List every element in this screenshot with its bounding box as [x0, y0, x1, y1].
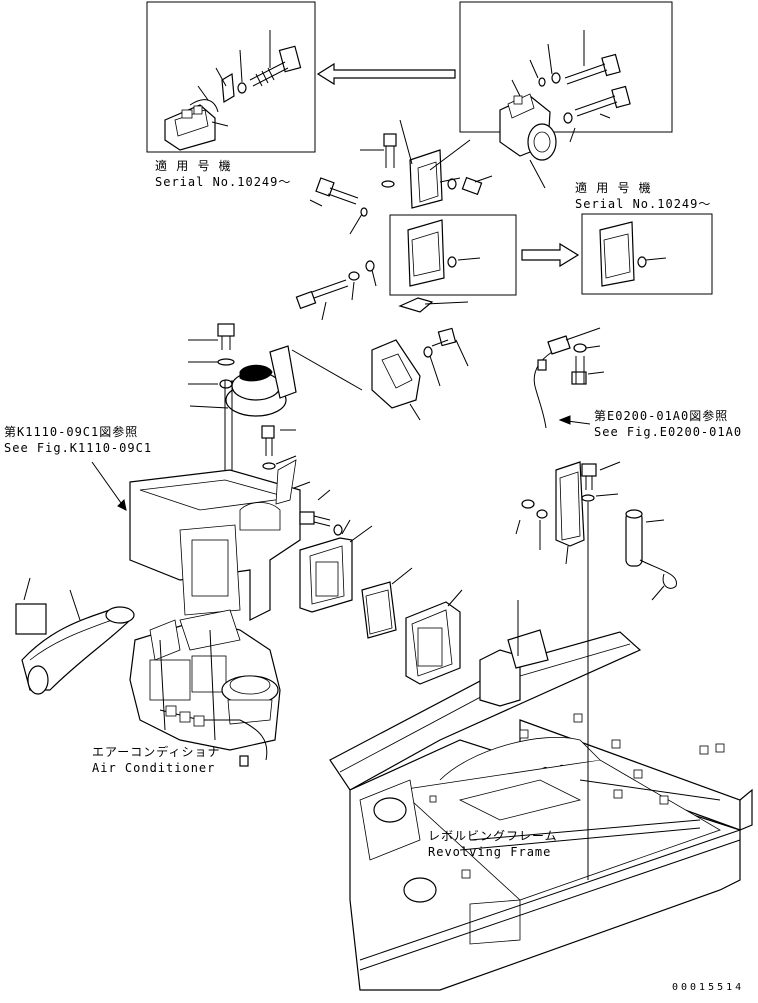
- ref-e-jp: 第E0200-01A0図参照: [594, 408, 728, 423]
- filter-part: [361, 567, 413, 639]
- aircon-label-jp: エアーコンディショナ: [92, 744, 220, 759]
- drawing-number: 00015514: [672, 982, 744, 993]
- filter-frame: [299, 525, 373, 613]
- receiver-assembly: [515, 461, 677, 601]
- ref-k-jp: 第K1110-09C1図参照: [4, 424, 138, 439]
- frame-label-jp: レボルビングフレーム: [428, 829, 558, 843]
- inset-box-right: [459, 1, 673, 189]
- ref-k-en: See Fig.K1110-09C1: [4, 441, 152, 455]
- inset-box-left: [146, 1, 316, 153]
- pulley-assembly: [188, 323, 363, 417]
- housing-frame: [129, 380, 311, 621]
- arrow-right-icon: [521, 242, 580, 268]
- frame-label-en: Revolving Frame: [428, 845, 551, 859]
- bolt-part: [299, 489, 351, 536]
- compressor-partial: [164, 99, 219, 151]
- bolt-part: [564, 53, 621, 85]
- revolving-frame: [329, 600, 753, 991]
- compressor-part: [499, 93, 557, 161]
- aircon-label-en: Air Conditioner: [92, 761, 215, 775]
- serial-left-jp: 適 用 号 機: [155, 158, 232, 173]
- leader-line: [91, 461, 127, 511]
- inset-box-right-middle: [581, 213, 713, 295]
- sensor-assembly: [533, 327, 605, 429]
- serial-right-jp: 適 用 号 機: [575, 180, 652, 195]
- filter-box: [405, 589, 463, 685]
- bracket-part: [221, 72, 235, 104]
- air-conditioner-unit: [15, 577, 281, 767]
- ref-e-en: See Fig.E0200-01A0: [594, 425, 742, 439]
- serial-left-en: Serial No.10249～: [155, 175, 291, 189]
- bracket-assembly-upper: [295, 119, 517, 321]
- bracket-middle: [371, 327, 469, 421]
- arrow-left-icon: [316, 62, 456, 86]
- bolt-part: [249, 45, 302, 87]
- washer-part: [237, 82, 247, 94]
- serial-right-en: Serial No.10249～: [575, 197, 711, 211]
- bolt-part: [574, 85, 631, 117]
